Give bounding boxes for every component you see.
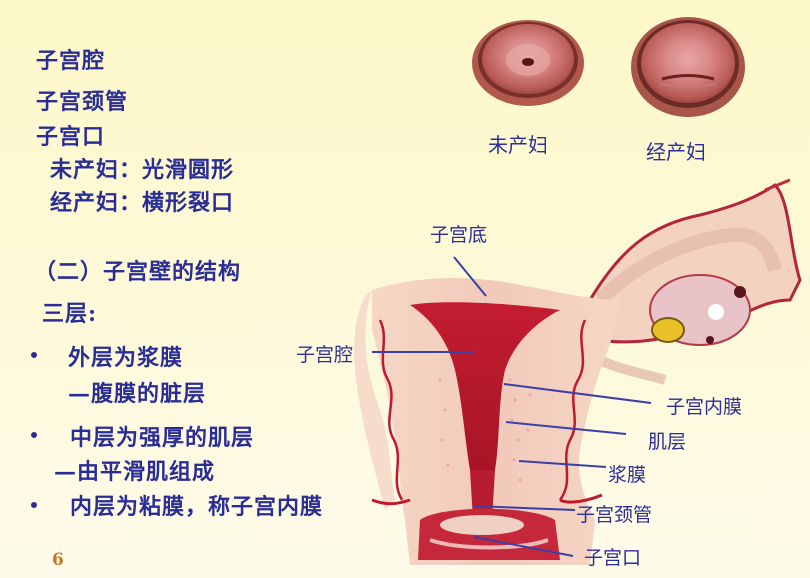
section-title: （二）子宫壁的结构 bbox=[34, 259, 242, 285]
label-cavity: 子宫腔 bbox=[296, 344, 354, 366]
label-endometrium: 子宫内膜 bbox=[666, 396, 743, 418]
bullet-icon bbox=[31, 352, 37, 358]
bullet-outer-layer: 外层为浆膜 bbox=[68, 345, 184, 371]
caption-parous: 经产妇 bbox=[646, 140, 706, 164]
bullet-middle-layer: 中层为强厚的肌层 bbox=[70, 425, 255, 451]
label-os: 子宫口 bbox=[584, 547, 642, 569]
label-fundus: 子宫底 bbox=[430, 224, 488, 246]
text-uterine-cavity: 子宫腔 bbox=[36, 48, 106, 74]
nulliparous-cervix-image bbox=[472, 20, 584, 106]
text-nulliparous-os: 未产妇：光滑圆形 bbox=[50, 157, 235, 183]
page-number: 6 bbox=[52, 550, 64, 570]
label-cervical-canal: 子宫颈管 bbox=[576, 504, 653, 526]
text-cervical-os: 子宫口 bbox=[36, 124, 106, 150]
fallopian-tube-ovary bbox=[588, 178, 802, 385]
caption-nulliparous: 未产妇 bbox=[488, 133, 548, 157]
bullet-inner-layer: 内层为粘膜，称子宫内膜 bbox=[70, 494, 324, 520]
label-serosa: 浆膜 bbox=[608, 464, 647, 486]
parous-cervix-image bbox=[631, 17, 745, 117]
three-layers-label: 三层: bbox=[42, 301, 98, 327]
label-pointer-lines bbox=[372, 256, 652, 557]
text-cervical-canal: 子宫颈管 bbox=[36, 89, 129, 115]
bullet-outer-layer-sub: —腹膜的脏层 bbox=[68, 381, 207, 407]
label-myometrium: 肌层 bbox=[648, 431, 687, 453]
text-parous-os: 经产妇：横形裂口 bbox=[50, 190, 235, 216]
bullet-middle-layer-sub: —由平滑肌组成 bbox=[54, 459, 216, 485]
bullet-icon bbox=[31, 432, 37, 438]
bullet-icon bbox=[31, 502, 37, 508]
